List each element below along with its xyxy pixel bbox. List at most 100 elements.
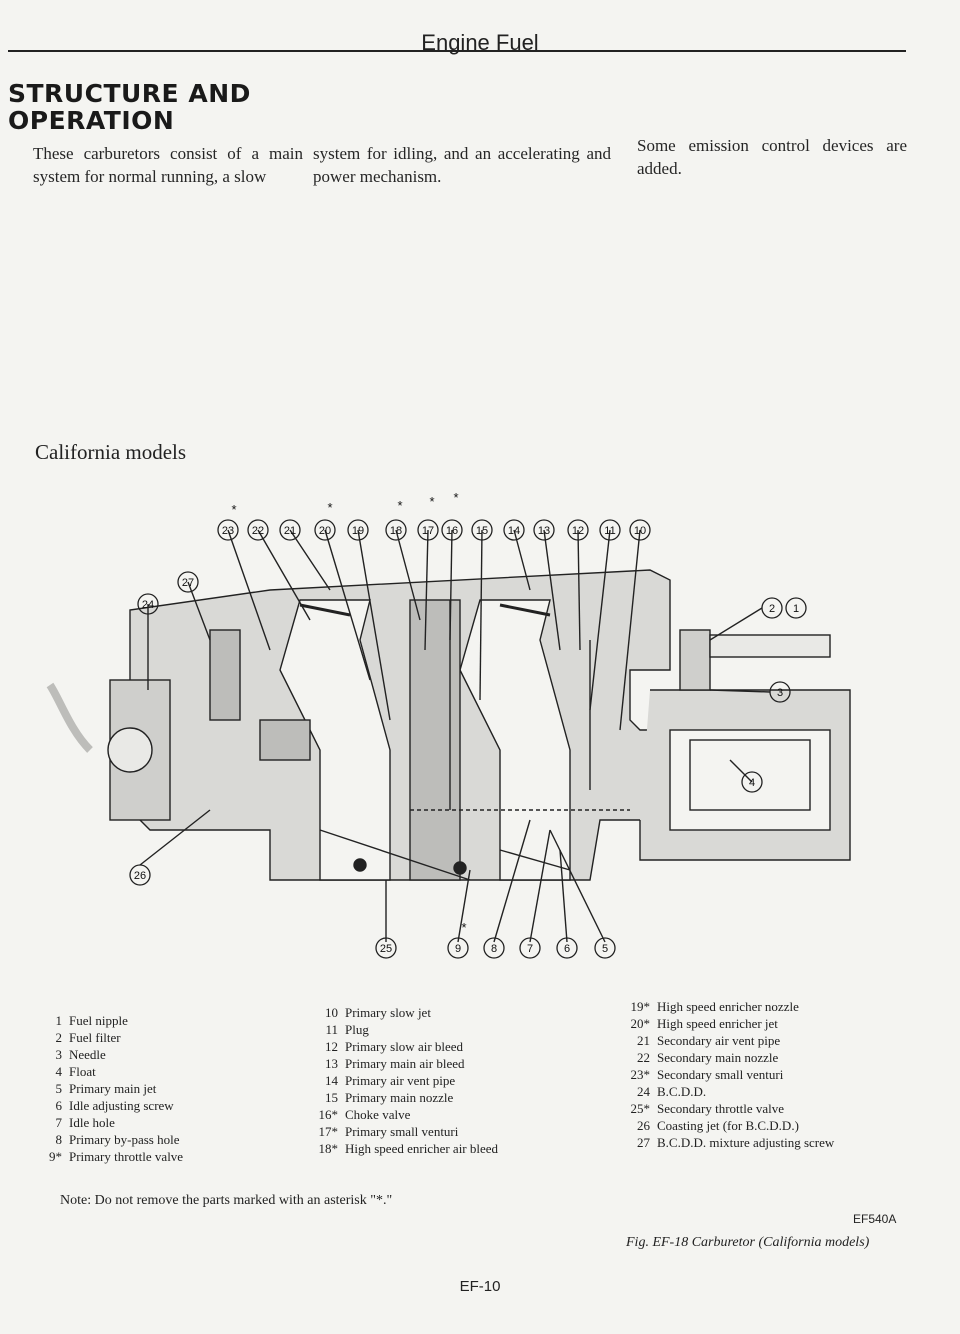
asterisk-20: *: [327, 500, 332, 515]
section-title-line2: OPERATION: [8, 106, 175, 135]
header-title: Engine Fuel: [421, 30, 539, 55]
svg-text:11: 11: [604, 525, 615, 537]
svg-text:15: 15: [476, 525, 488, 537]
svg-text:12: 12: [572, 525, 584, 537]
callout-27: 27: [177, 571, 199, 593]
callout-14: 14: [503, 519, 525, 541]
legend-item: 19*High speed enricher nozzle: [630, 999, 799, 1014]
callout-12: 12: [567, 519, 589, 541]
callout-21: 21: [279, 519, 301, 541]
svg-text:7: 7: [527, 943, 533, 955]
svg-text:24: 24: [142, 599, 154, 611]
asterisk-16: *: [453, 490, 458, 505]
svg-text:1: 1: [793, 603, 799, 615]
callout-1: 1: [785, 597, 807, 619]
legend-column-3: 19*High speed enricher nozzle 20*High sp…: [622, 998, 835, 1151]
svg-text:19: 19: [352, 525, 364, 537]
legend-item: 17*Primary small venturi: [318, 1124, 459, 1139]
intro-paragraph-col3: Some emission control devices are added.: [637, 136, 907, 178]
svg-text:9: 9: [455, 943, 461, 955]
svg-text:23: 23: [222, 525, 234, 537]
legend-item: 16*Choke valve: [318, 1107, 411, 1122]
callout-10: 10: [629, 519, 651, 541]
callout-13: 13: [533, 519, 555, 541]
callout-4: 4: [741, 771, 763, 793]
svg-text:17: 17: [422, 525, 434, 537]
svg-text:22: 22: [252, 525, 264, 537]
callout-26: 26: [129, 864, 151, 886]
callout-22: 22: [247, 519, 269, 541]
intro-paragraph-col1: These carburetors consist of a main syst…: [33, 144, 303, 186]
asterisk-23: *: [231, 502, 236, 517]
callout-23: 23: [217, 519, 239, 541]
callout-11: 11: [599, 519, 621, 541]
svg-text:2: 2: [769, 603, 775, 615]
svg-text:5: 5: [602, 943, 608, 955]
callouts-top: 23 22 21 20 19 18 17 16 15 14 13 12 11 1…: [217, 490, 651, 541]
callout-6: 6: [556, 937, 578, 959]
callouts-left: 27 24 26: [129, 571, 199, 886]
header-rule: [8, 50, 906, 52]
svg-text:10: 10: [634, 525, 646, 537]
legend-item: 20*High speed enricher jet: [630, 1016, 778, 1031]
callouts-bottom: 25 9 8 7 6 5 *: [375, 920, 616, 959]
callout-2: 2: [761, 597, 783, 619]
asterisk-9: *: [461, 920, 466, 935]
callout-15: 15: [471, 519, 493, 541]
svg-text:8: 8: [491, 943, 497, 955]
svg-text:14: 14: [508, 525, 520, 537]
legend-item: 25*Secondary throttle valve: [630, 1101, 785, 1116]
figure-subtitle: California models: [35, 440, 187, 464]
figure-code: EF540A: [853, 1212, 897, 1226]
svg-text:3: 3: [777, 687, 783, 699]
callout-7: 7: [519, 937, 541, 959]
callout-18: 18: [385, 519, 407, 541]
svg-text:25: 25: [380, 943, 392, 955]
svg-text:27: 27: [182, 577, 194, 589]
asterisk-17: *: [429, 494, 434, 509]
intro-paragraph-col2: system for idling, and an accelerating a…: [313, 144, 611, 186]
svg-text:21: 21: [284, 525, 296, 537]
svg-text:20: 20: [319, 525, 331, 537]
svg-text:6: 6: [564, 943, 570, 955]
asterisk-18: *: [397, 498, 402, 513]
callout-16: 16: [441, 519, 463, 541]
figure-caption: Fig. EF-18 Carburetor (California models…: [626, 1235, 870, 1250]
callouts-right: 2 1 3 4: [741, 597, 807, 793]
callout-8: 8: [483, 937, 505, 959]
callout-24: 24: [137, 593, 159, 615]
legend-item: 23*Secondary small venturi: [630, 1067, 784, 1082]
section-title: STRUCTURE AND OPERATION: [8, 80, 251, 134]
legend-item: 18*High speed enricher air bleed: [318, 1141, 499, 1156]
legend-item: 9*Primary throttle valve: [49, 1149, 184, 1164]
callout-20: 20: [314, 519, 336, 541]
section-title-line1: STRUCTURE AND: [8, 79, 251, 108]
svg-text:16: 16: [446, 525, 458, 537]
carburetor-diagram: 23 22 21 20 19 18 17 16 15 14 13 12 11 1…: [46, 490, 851, 959]
page-number: EF-10: [459, 1278, 501, 1295]
callout-3: 3: [769, 681, 791, 703]
callout-25: 25: [375, 937, 397, 959]
callout-17: 17: [417, 519, 439, 541]
svg-text:18: 18: [390, 525, 402, 537]
callout-19: 19: [347, 519, 369, 541]
